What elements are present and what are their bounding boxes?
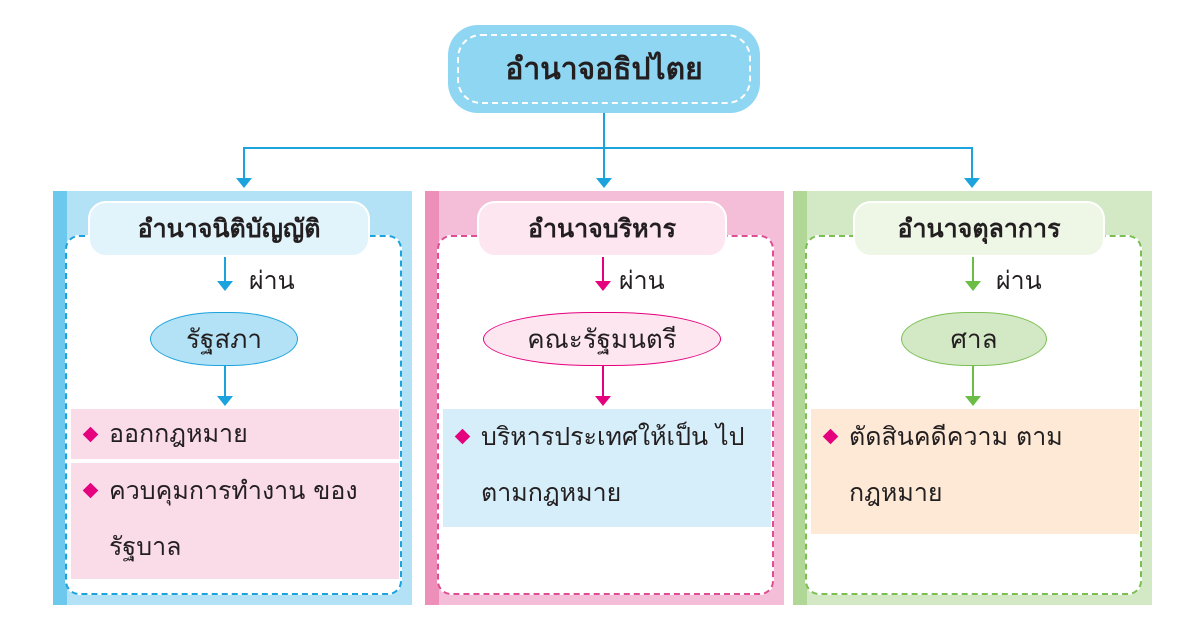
bullet-icon — [82, 482, 99, 499]
branch-heading: อำนาจตุลาการ — [853, 201, 1105, 257]
connector — [603, 147, 605, 179]
bullet-icon — [82, 426, 99, 443]
arrow-icon — [596, 178, 612, 188]
arrow-icon — [595, 281, 611, 291]
branch-executive: อำนาจบริหาร ผ่าน คณะรัฐมนตรี บริหารประเท… — [425, 191, 784, 605]
arrow-icon — [965, 281, 981, 291]
via-label: ผ่าน — [619, 266, 665, 295]
root-title: อำนาจอธิปไตย — [505, 51, 703, 87]
body-node: รัฐสภา — [150, 312, 298, 366]
branch-heading: อำนาจบริหาร — [477, 201, 727, 257]
branch-legislative: อำนาจนิติบัญญัติ ผ่าน รัฐสภา ออกกฎหมาย ค… — [53, 191, 412, 605]
arrow-icon — [217, 396, 233, 406]
via-label: ผ่าน — [996, 266, 1042, 295]
arrow-icon — [965, 396, 981, 406]
arrow-icon — [217, 281, 233, 291]
branch-heading: อำนาจนิติบัญญัติ — [88, 201, 370, 257]
arrow-icon — [236, 178, 252, 188]
body-node: คณะรัฐมนตรี — [483, 312, 721, 366]
connector — [243, 147, 245, 179]
bullet-icon — [822, 428, 839, 445]
connector — [603, 113, 605, 148]
list-item: บริหารประเทศให้เป็น ไปตามกฎหมาย — [443, 409, 771, 527]
branch-judicial: อำนาจตุลาการ ผ่าน ศาล ตัดสินคดีความ ตามก… — [793, 191, 1152, 605]
list-item: ตัดสินคดีความ ตามกฎหมาย — [811, 409, 1139, 534]
connector — [971, 147, 973, 179]
arrow-icon — [964, 178, 980, 188]
arrow-icon — [595, 396, 611, 406]
bullet-icon — [454, 428, 471, 445]
list-item: ออกกฎหมาย — [71, 409, 399, 459]
body-node: ศาล — [901, 312, 1047, 366]
root-node: อำนาจอธิปไตย — [448, 25, 760, 113]
connector — [243, 147, 972, 149]
list-item: ควบคุมการทำงาน ของรัฐบาล — [71, 463, 399, 579]
via-label: ผ่าน — [249, 266, 295, 295]
